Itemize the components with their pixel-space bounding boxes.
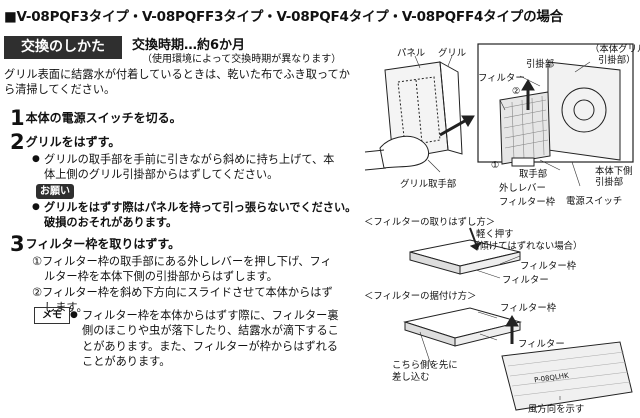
label-release-lever: 外しレバー xyxy=(499,183,546,194)
step-3: 3フィルター枠を取りはずす。 xyxy=(10,232,180,256)
label-handle: 取手部 xyxy=(519,169,548,180)
label-panel: パネル xyxy=(397,48,426,59)
section-header: 交換のしかた xyxy=(4,36,122,59)
label-grille: グリル xyxy=(438,48,467,59)
label-circle-1: ① xyxy=(491,160,500,171)
label-install-filter: フィルター xyxy=(518,339,565,350)
step-number: 1 xyxy=(10,106,25,130)
filter-install-illustration xyxy=(403,307,633,411)
page-title: ■V-08PQF3タイプ・V-08PQFF3タイプ・V-08PQF4タイプ・V-… xyxy=(4,9,563,25)
step-label: グリルをはずす。 xyxy=(25,135,121,149)
step-3-instructions: ①フィルター枠の取手部にある外しレバーを押し下げ、フィ ルター枠を本体下側の引掛… xyxy=(32,255,333,315)
replacement-interval-note: （使用環境によって交換時期が異なります） xyxy=(142,54,342,65)
label-hook: 引掛部 xyxy=(526,59,555,70)
step-2-caution: グリルをはずす際はパネルを持って引っ張らないでください。 破損のおそれがあります… xyxy=(32,200,356,231)
label-body-bottom-hook: 本体下側 引掛部 xyxy=(595,166,633,188)
label-install-filter-frame: フィルター枠 xyxy=(500,303,557,314)
step-number: 2 xyxy=(10,130,25,154)
step-label: フィルター枠を取りはずす。 xyxy=(25,237,181,251)
label-circle-2: ② xyxy=(512,86,521,97)
install-caption: ＜フィルターの据付け方＞ xyxy=(364,291,477,302)
caution-badge: お願い xyxy=(36,184,74,199)
label-removal-filter-frame: フィルター枠 xyxy=(520,261,577,272)
step-1: 1本体の電源スイッチを切る。 xyxy=(10,106,182,130)
label-filter-frame: フィルター枠 xyxy=(499,197,556,208)
label-insert-first: こちら側を先に 差し込む xyxy=(392,360,458,383)
label-press-note: （傾けてはずれない場合） xyxy=(470,241,583,252)
label-grille-handle: グリル取手部 xyxy=(400,179,457,190)
memo-text: フィルター枠を本体からはずす際に、フィルター裏 側のほこりや虫が落下したり、結露… xyxy=(70,308,339,370)
step-number: 3 xyxy=(10,232,25,256)
label-press: 軽く押す xyxy=(476,229,514,240)
removal-caption: ＜フィルターの取りはずし方＞ xyxy=(364,217,496,228)
replacement-interval: 交換時期…約6か月 xyxy=(132,38,246,53)
step-2: 2グリルをはずす。 xyxy=(10,130,120,154)
label-body-grille-hook: （本体グリル 引掛部） xyxy=(590,44,640,66)
label-power-switch: 電源スイッチ xyxy=(566,196,623,207)
label-removal-filter: フィルター xyxy=(502,275,549,286)
unit-filter-illustration xyxy=(477,43,634,167)
panel-grille-illustration xyxy=(364,61,475,171)
step-label: 本体の電源スイッチを切る。 xyxy=(25,111,182,125)
label-direction: 風方向を示す xyxy=(528,404,585,415)
step-2-instruction: グリルの取手部を手前に引きながら斜めに持ち上げて、本 体上側のグリル引掛部からは… xyxy=(32,152,334,183)
label-filter: フィルター xyxy=(478,73,525,84)
filter-removal-illustration xyxy=(409,227,521,275)
intro-text: グリル表面に結露水が付着しているときは、乾いた布でふき取ってか ら清掃してくださ… xyxy=(4,68,350,97)
